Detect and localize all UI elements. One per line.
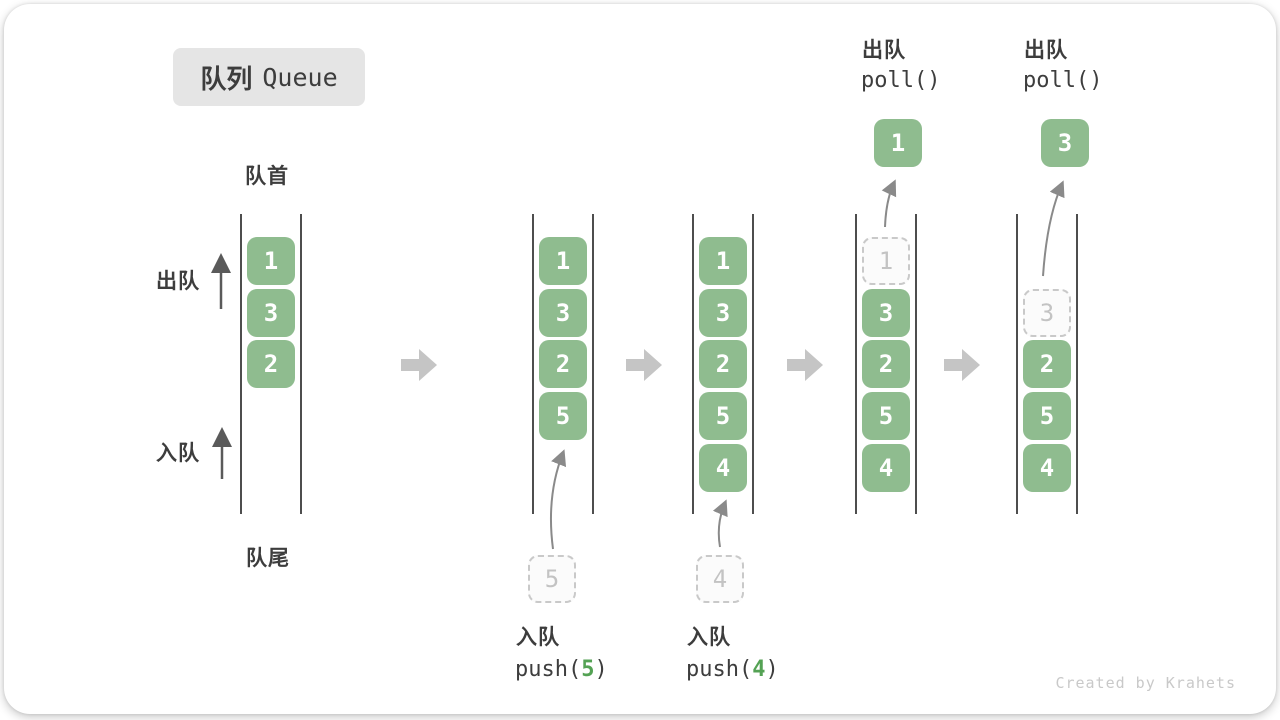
dequeue-op-label: 出队 <box>1024 39 1068 62</box>
queue-cell: 3 <box>247 289 295 337</box>
queue-cell: 2 <box>699 340 747 388</box>
queue-cell: 1 <box>699 237 747 285</box>
code-post: ) <box>594 657 608 682</box>
polled-value-box: 3 <box>1041 119 1089 167</box>
queue-cell: 4 <box>699 444 747 492</box>
queue-cell: 4 <box>1023 444 1071 492</box>
queue-cell: 5 <box>699 392 747 440</box>
queue-container-2: 1 3 2 5 <box>532 214 594 514</box>
label-enqueue: 入队 <box>156 442 200 465</box>
code-pre: push( <box>686 657 753 682</box>
title-chinese: 队列 <box>200 63 253 94</box>
pending-value-box: 4 <box>696 555 744 603</box>
next-state-arrow-icon <box>401 349 437 381</box>
label-queue-rear: 队尾 <box>246 547 290 570</box>
dequeue-op-code: poll() <box>861 68 941 93</box>
enqueue-op-code: push(5) <box>515 657 608 682</box>
queue-container-1: 1 3 2 <box>240 214 302 514</box>
next-state-arrow-icon <box>787 349 823 381</box>
diagram-card: 队列 Queue 队首 队尾 出队 入队 1 3 2 1 3 2 5 5 入队 … <box>4 4 1276 714</box>
queue-cell: 1 <box>247 237 295 285</box>
next-state-arrow-icon <box>944 349 980 381</box>
polled-value-box: 1 <box>874 119 922 167</box>
enqueue-op-label: 入队 <box>687 626 731 649</box>
enqueue-op-label: 入队 <box>516 626 560 649</box>
label-queue-front: 队首 <box>245 165 289 188</box>
queue-cell: 5 <box>862 392 910 440</box>
code-arg: 5 <box>581 657 595 682</box>
queue-cell: 4 <box>862 444 910 492</box>
dequeue-op-label: 出队 <box>862 39 906 62</box>
watermark: Created by Krahets <box>1055 674 1236 692</box>
enqueue-op-code: push(4) <box>686 657 779 682</box>
ghost-cell: 1 <box>862 237 910 285</box>
queue-cell: 3 <box>539 289 587 337</box>
queue-cell: 2 <box>247 340 295 388</box>
title-badge: 队列 Queue <box>173 48 365 106</box>
next-state-arrow-icon <box>626 349 662 381</box>
queue-cell: 2 <box>862 340 910 388</box>
queue-container-4: 1 3 2 5 4 <box>855 214 917 514</box>
dequeue-op-code: poll() <box>1023 68 1103 93</box>
ghost-cell: 3 <box>1023 289 1071 337</box>
queue-container-3: 1 3 2 5 4 <box>692 214 754 514</box>
code-arg: 4 <box>752 657 766 682</box>
queue-cell: 5 <box>1023 392 1071 440</box>
code-post: ) <box>765 657 779 682</box>
queue-container-5: 3 2 5 4 <box>1016 214 1078 514</box>
title-english: Queue <box>262 62 338 92</box>
queue-cell: 3 <box>699 289 747 337</box>
label-dequeue: 出队 <box>156 270 200 293</box>
pending-value-box: 5 <box>528 555 576 603</box>
queue-cell: 1 <box>539 237 587 285</box>
arrows-overlay <box>211 179 1065 550</box>
queue-cell: 5 <box>539 392 587 440</box>
code-pre: push( <box>515 657 582 682</box>
queue-cell: 3 <box>862 289 910 337</box>
queue-cell: 2 <box>1023 340 1071 388</box>
queue-cell: 2 <box>539 340 587 388</box>
